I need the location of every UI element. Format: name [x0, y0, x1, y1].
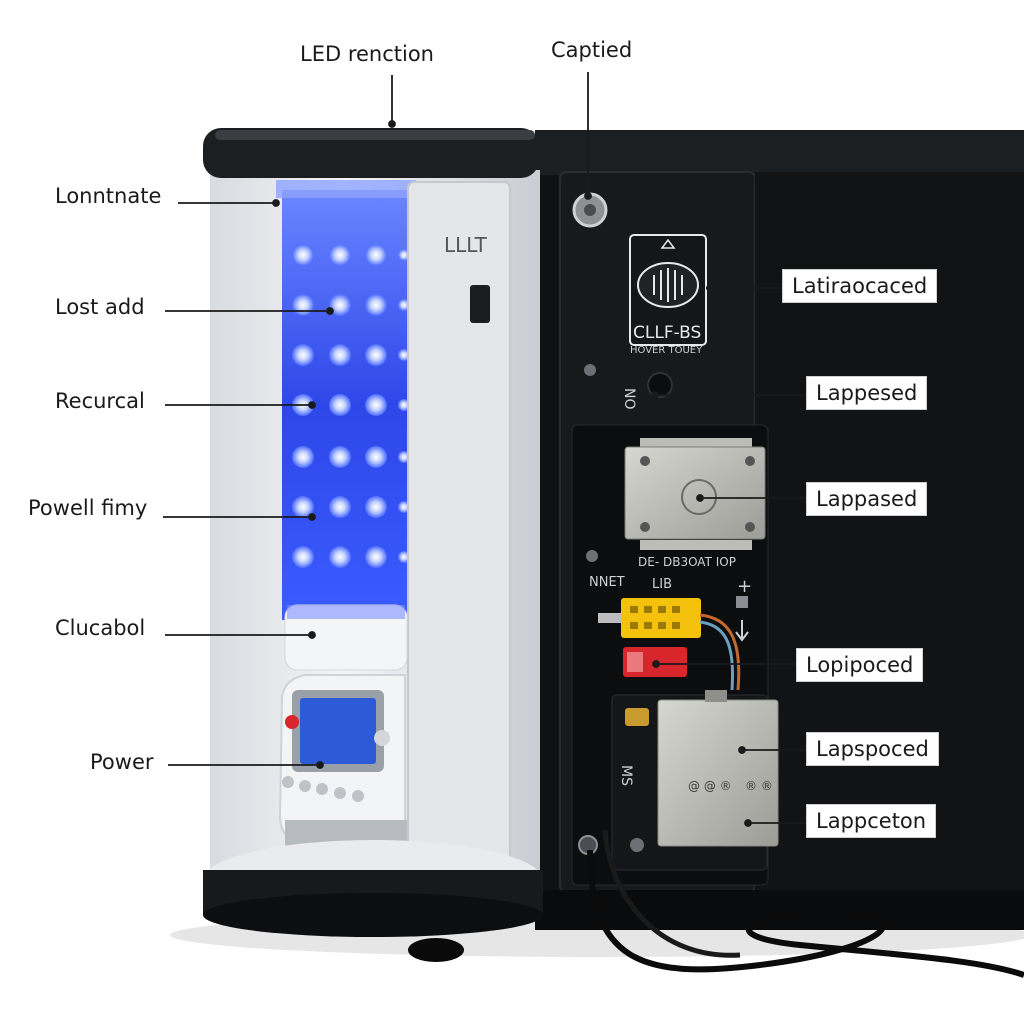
ms-label: MS — [618, 765, 634, 786]
callout-top-led: LED renction — [300, 42, 434, 66]
callout-left-2: Lost add — [55, 295, 145, 319]
leader-dot — [272, 199, 280, 207]
led-dot — [365, 446, 387, 468]
connector-code: LIB — [652, 577, 672, 592]
led-dot — [365, 344, 387, 366]
processor-chip — [624, 438, 766, 550]
led-dot — [292, 294, 314, 316]
led-dot — [292, 344, 314, 366]
callout-right-2: Lappesed — [806, 376, 928, 410]
led-dot — [329, 294, 351, 316]
led-dot — [329, 394, 351, 416]
plus-sign: + — [737, 576, 752, 597]
callout-left-6: Power — [90, 750, 154, 774]
leader-dot — [652, 660, 660, 668]
leader-dot — [738, 746, 746, 754]
connector-label: NNET — [589, 575, 625, 590]
callout-right-1: Latiraocaced — [782, 269, 938, 303]
callout-top-captied: Captied — [551, 38, 633, 62]
callout-left-4: Powell fimy — [28, 496, 148, 520]
leader-dot — [388, 120, 396, 128]
leader-dot — [651, 391, 659, 399]
callout-right-3: Lappased — [806, 482, 928, 516]
power-cable — [587, 849, 1024, 978]
leader-dot — [308, 401, 316, 409]
toggle-switch — [647, 372, 673, 398]
on-label: NO — [621, 388, 637, 410]
svg-text:@ @ ®: @ @ ® — [688, 779, 732, 793]
led-dot — [365, 546, 387, 568]
module-subtitle: HOVER TOUEY — [630, 345, 703, 356]
leader-dot — [584, 192, 592, 200]
leader-dot — [308, 513, 316, 521]
leader-dot — [696, 494, 704, 502]
control-button-2 — [299, 780, 311, 792]
top-cap — [203, 128, 539, 178]
leader-dot — [308, 631, 316, 639]
svg-text:® ®: ® ® — [745, 779, 773, 793]
led-dot — [365, 394, 387, 416]
led-dot — [365, 294, 387, 316]
led-dot — [292, 244, 314, 266]
metal-module: @ @ ® ® ® — [657, 690, 779, 847]
callout-left-3: Recurcal — [55, 389, 145, 413]
side-slot — [470, 285, 490, 323]
led-array — [292, 244, 410, 568]
leader-dot — [744, 819, 752, 827]
screw-1 — [584, 364, 596, 376]
module-title: CLLF-BS — [633, 323, 701, 343]
control-button-4 — [334, 787, 346, 799]
leader-lines — [163, 72, 806, 827]
callout-left-1: Lonntnate — [55, 184, 162, 208]
screw-2 — [586, 550, 598, 562]
callout-right-6: Lappceton — [806, 804, 937, 838]
led-dot — [292, 496, 314, 518]
yellow-connector — [621, 598, 701, 638]
leader-dot — [326, 307, 334, 315]
led-dot — [292, 446, 314, 468]
control-button-5 — [352, 790, 364, 802]
led-dot — [365, 244, 387, 266]
led-dot — [365, 496, 387, 518]
control-button-1 — [282, 776, 294, 788]
led-dot — [329, 344, 351, 366]
control-unit — [278, 674, 407, 855]
brass-post — [625, 708, 649, 726]
side-panel — [407, 181, 511, 869]
callout-left-5: Clucabol — [55, 616, 146, 640]
callout-right-5: Lapspoced — [806, 732, 939, 766]
side-panel-label: LLLT — [444, 233, 488, 257]
led-dot — [329, 244, 351, 266]
led-dot — [329, 446, 351, 468]
led-dot — [329, 496, 351, 518]
chip-label: DE- DB3OAT IOP — [638, 555, 736, 569]
control-button-3 — [316, 783, 328, 795]
leader-dot — [706, 284, 714, 292]
leader-dot — [316, 761, 324, 769]
led-dot — [292, 546, 314, 568]
callout-right-4: Lopipoced — [796, 648, 924, 682]
red-button — [285, 715, 299, 729]
led-dot — [329, 546, 351, 568]
